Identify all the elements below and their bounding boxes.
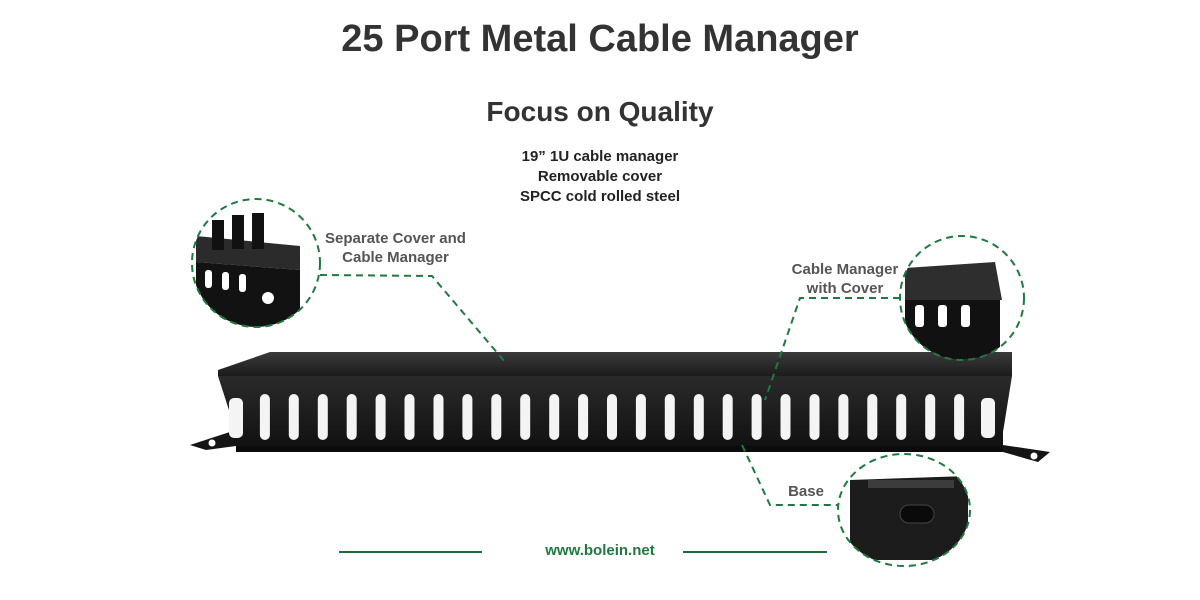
cable-slot (404, 394, 415, 440)
cable-slot (491, 394, 502, 440)
page-title: 25 Port Metal Cable Manager (341, 18, 859, 60)
cable-slot (809, 394, 820, 440)
cable-slot (635, 394, 646, 440)
cable-slot (433, 394, 444, 440)
feature-list: 19” 1U cable manager Removable cover SPC… (0, 147, 1200, 207)
detail-separate-cover (191, 198, 321, 328)
page-subtitle: Focus on Quality (486, 96, 714, 127)
feature-item: 19” 1U cable manager (521, 148, 679, 165)
cable-slot (867, 394, 878, 440)
cable-slots (229, 394, 995, 440)
cable-slot (346, 394, 357, 440)
cable-slot (520, 394, 531, 440)
feature-item: SPCC cold rolled steel (519, 188, 681, 205)
feature-item: Removable cover (537, 168, 663, 185)
callout-with-cover: Cable Manager with Cover (783, 260, 907, 298)
cable-manager-top-cover (218, 352, 1012, 376)
cable-slot (896, 394, 907, 440)
cable-slot (607, 394, 617, 440)
cable-slot (375, 394, 386, 440)
cable-slot (664, 394, 675, 440)
callout-line: Cable Manager (342, 249, 449, 266)
cable-slot (549, 394, 560, 440)
cable-slot (954, 394, 965, 440)
footer-divider-left (339, 551, 482, 553)
mounting-hole (208, 439, 216, 447)
cable-slot (259, 394, 270, 440)
mounting-hole (1030, 452, 1038, 460)
callout-connectors (319, 274, 900, 506)
website-link[interactable]: www.bolein.net (545, 542, 655, 559)
footer-divider-right (683, 551, 827, 553)
cable-slot (462, 394, 473, 440)
cable-slot (693, 394, 704, 440)
cable-slot (925, 394, 936, 440)
cable-slot (751, 394, 762, 440)
detail-cable-manager-with-cover (899, 235, 1025, 361)
cable-slot (722, 394, 733, 440)
cable-slot (229, 398, 243, 438)
cable-slot (981, 398, 995, 438)
callout-separate-cover: Separate Cover and Cable Manager (318, 229, 473, 267)
cable-slot (317, 394, 328, 440)
callout-line: Separate Cover and (325, 230, 466, 247)
callout-line: with Cover (806, 280, 884, 297)
cable-slot (578, 394, 589, 440)
callout-line: Cable Manager (791, 261, 899, 278)
mounting-flange (190, 430, 1050, 462)
detail-base (837, 453, 971, 567)
callout-base: Base (788, 483, 824, 500)
cable-slot (838, 394, 849, 440)
cable-manager-base-strip (236, 446, 1003, 452)
cable-slot (780, 394, 791, 440)
cable-slot (288, 394, 299, 440)
